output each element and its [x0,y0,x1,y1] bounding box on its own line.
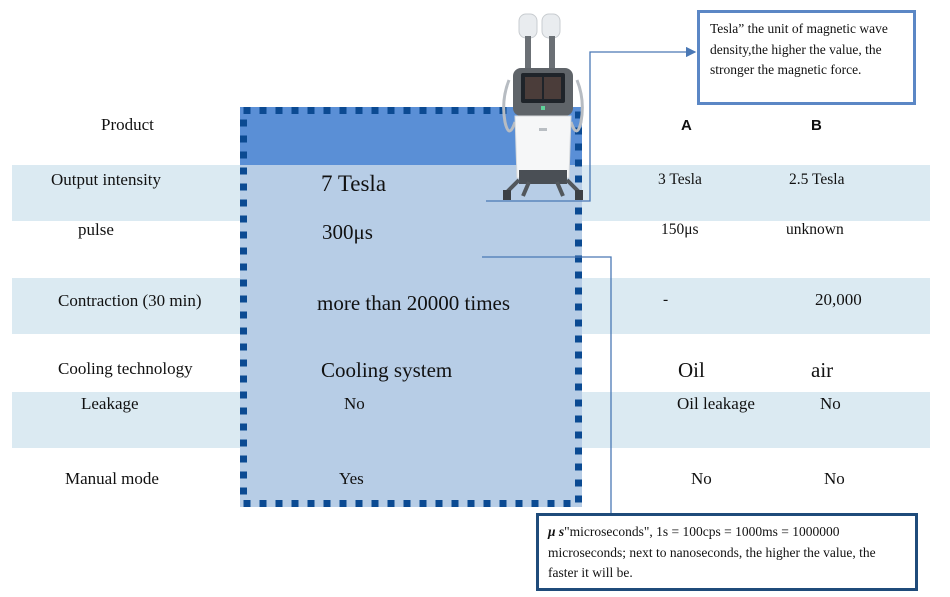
row-label-output-intensity: Output intensity [51,170,162,189]
ours-leakage: No [344,394,365,413]
tesla-note: Tesla” the unit of magnetic wave density… [697,10,916,105]
row-label-pulse: pulse [78,220,114,239]
a-pulse: 150μs [661,221,699,238]
b-pulse: unknown [786,221,844,238]
header-col-b: B [811,117,822,134]
a-manual-mode: No [691,469,712,488]
tesla-note-text: Tesla” the unit of magnetic wave density… [710,21,888,77]
header-product: Product [101,115,154,134]
ours-output-intensity: 7 Tesla [321,171,387,196]
a-output-intensity: 3 Tesla [658,171,702,188]
row-label-manual-mode: Manual mode [65,469,159,488]
b-leakage: No [820,394,841,413]
header-col-a: A [681,117,692,134]
ours-contraction: more than 20000 times [317,291,511,315]
row-label-leakage: Leakage [81,394,139,413]
a-leakage: Oil leakage [677,394,755,413]
ours-cooling: Cooling system [321,358,453,382]
a-cooling: Oil [678,358,705,382]
b-contraction: 20,000 [815,290,862,309]
tesla-connector [486,46,697,202]
device-image [502,13,584,200]
b-manual-mode: No [824,469,845,488]
microseconds-symbol: μ s [548,524,565,539]
a-contraction: - [663,291,669,308]
microseconds-connector [482,256,612,513]
row-label-cooling: Cooling technology [58,359,193,378]
b-output-intensity: 2.5 Tesla [789,171,845,188]
row-label-contraction: Contraction (30 min) [58,291,202,310]
ours-pulse: 300μs [322,220,373,244]
ours-manual-mode: Yes [339,469,364,488]
microseconds-note: μ s"microseconds", 1s = 100cps = 1000ms … [536,513,918,591]
microseconds-note-text: "microseconds", 1s = 100cps = 1000ms = 1… [548,524,876,580]
b-cooling: air [811,358,834,382]
